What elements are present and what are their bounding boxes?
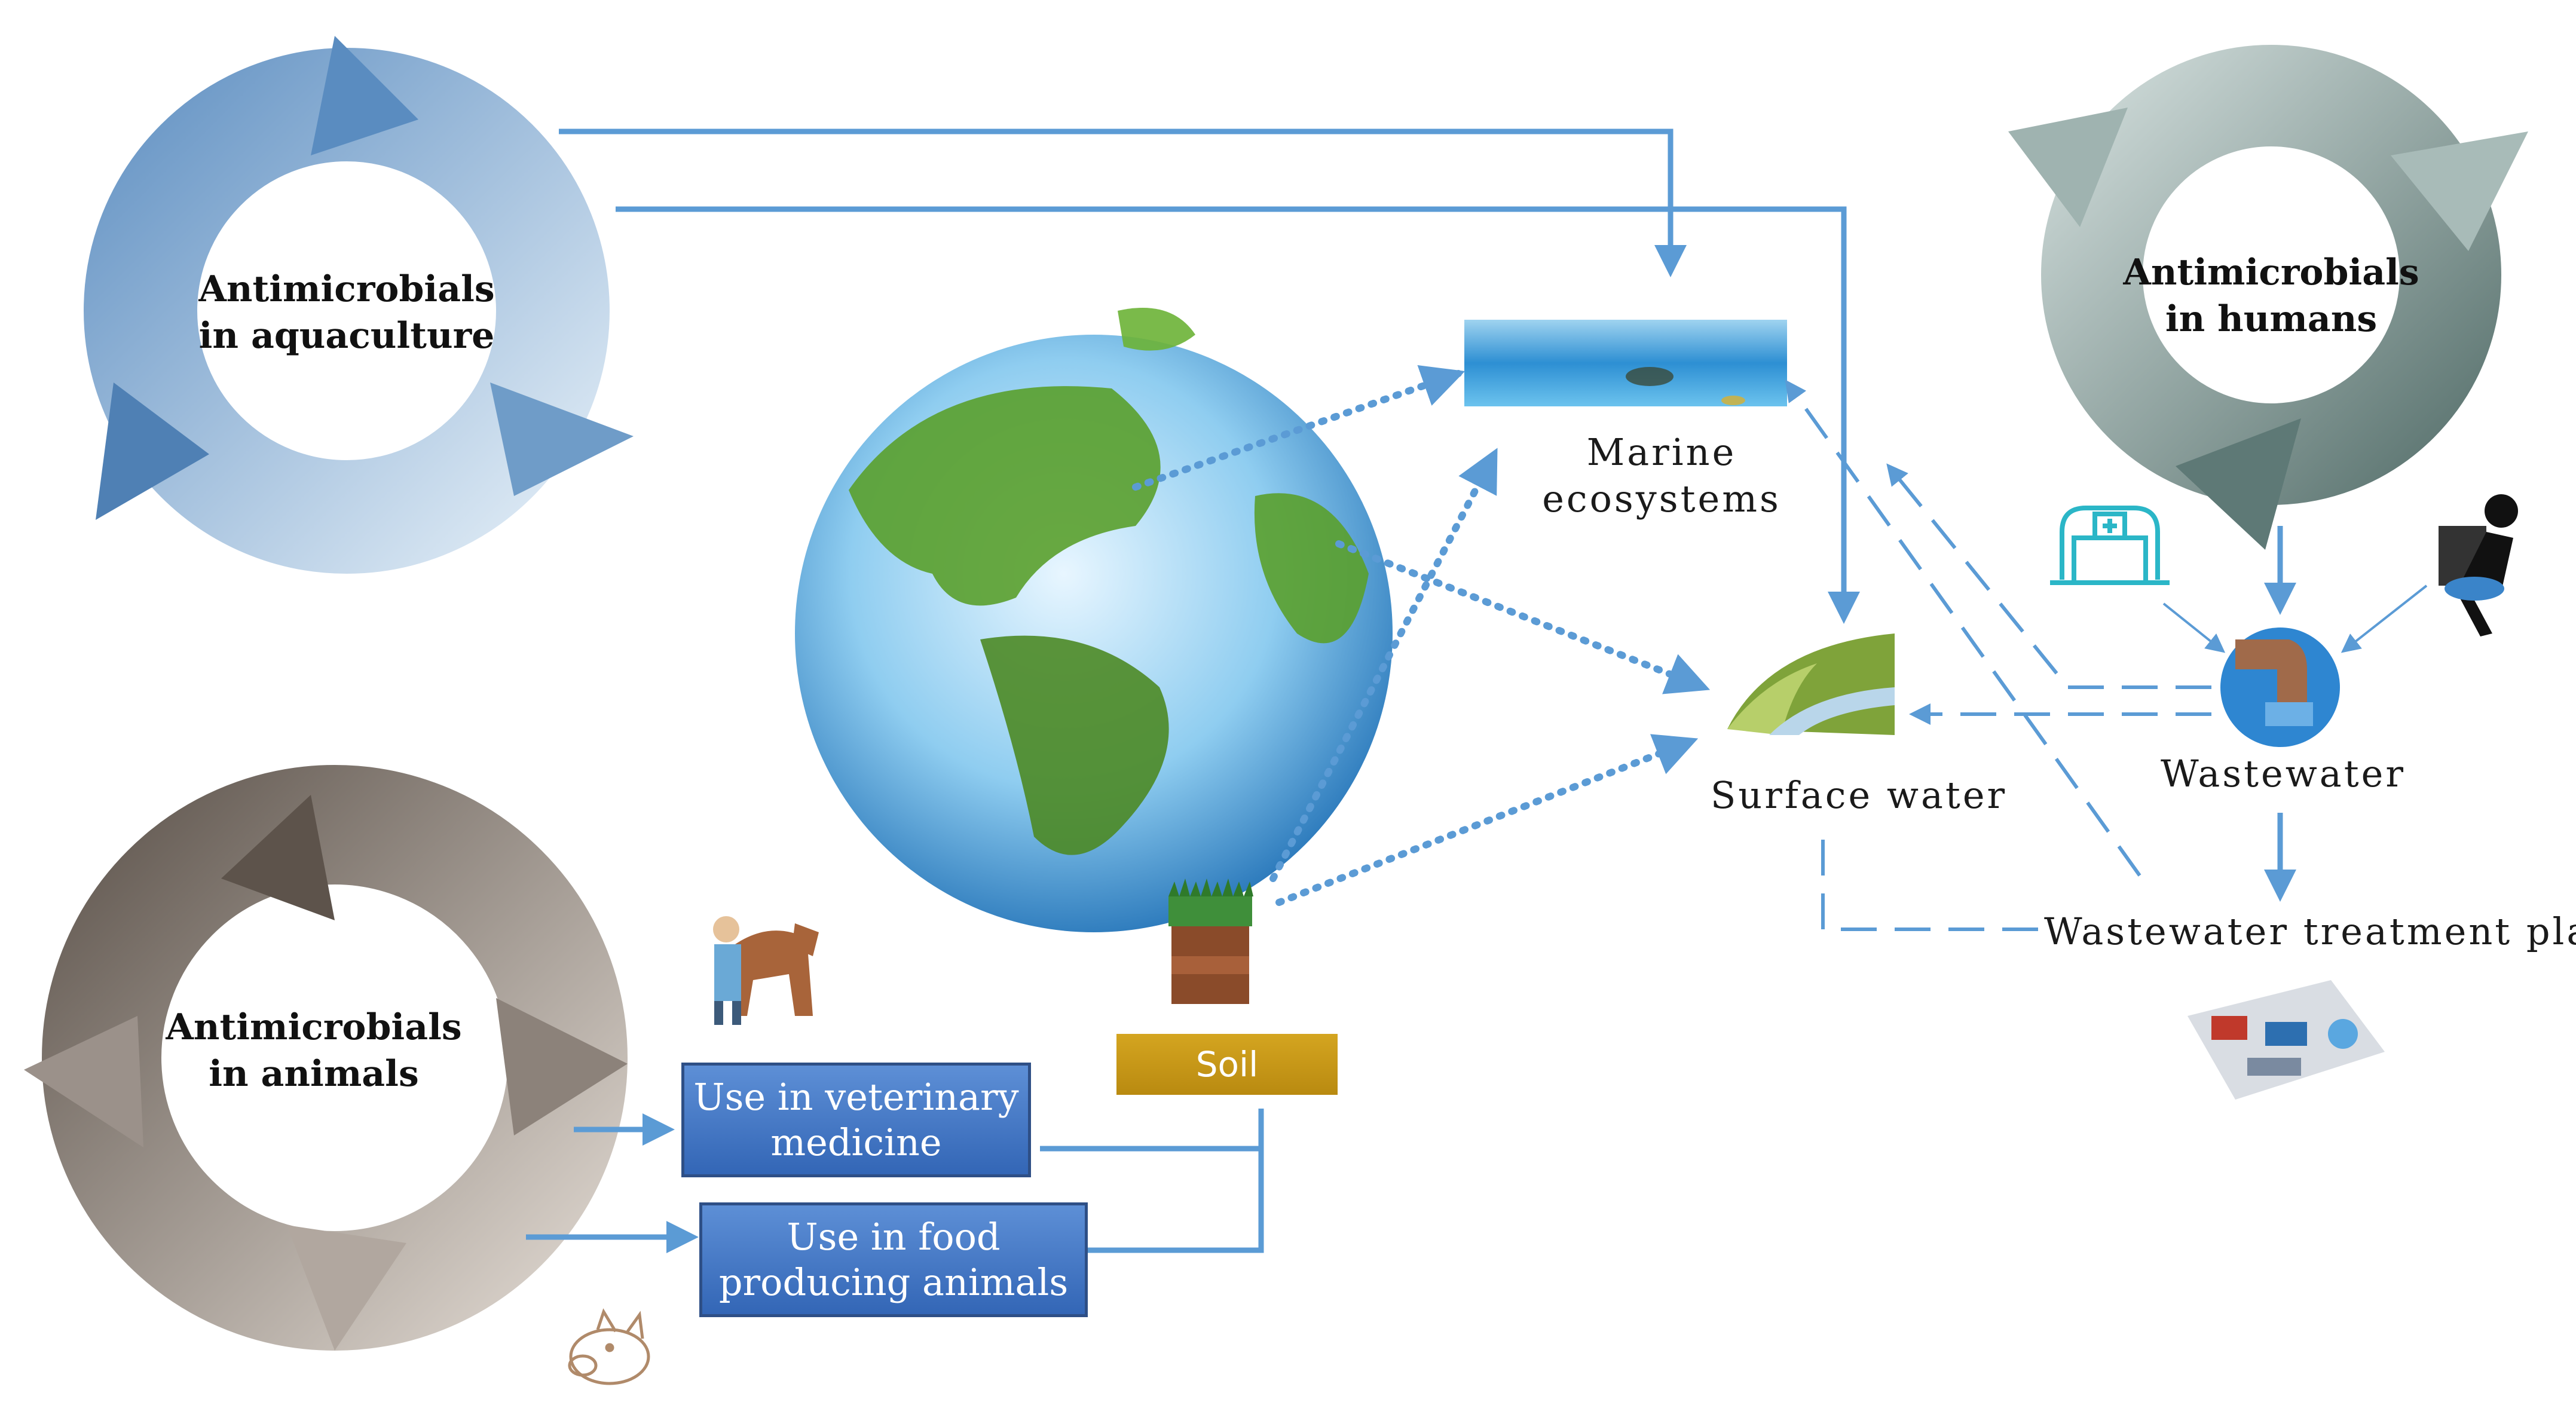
aquaculture-label-line1: Antimicrobials [198,268,495,310]
arrow-wastewater-to-marine [1886,463,2211,689]
humans-label-line2: in humans [2165,298,2378,340]
soil-label: Soil [1195,1044,1259,1085]
animals-cycle-label: Antimicrobials in animals [164,1004,463,1097]
aquaculture-cycle-icon [84,36,634,574]
wastewater-label: Wastewater [2160,752,2406,795]
toilet-person-icon [2439,494,2518,636]
globe-icon [795,308,1393,932]
aquaculture-label-line2: in aquaculture [198,315,495,357]
humans-cycle-icon [2008,45,2528,550]
arrow-aquaculture-to-surface-water [616,206,1860,624]
arrow-toilet-to-wastewater [2341,584,2428,653]
line-plant-to-surface-water [1821,834,2038,931]
treatment-plant-icon [2188,980,2385,1100]
arrow-soil-to-marine [1269,448,1498,882]
marine-photo-icon [1464,320,1787,406]
veterinary-line2: medicine [770,1121,942,1164]
marine-ecosystems-label: Marine ecosystems [1482,429,1841,522]
line-food-to-soil [1088,1147,1264,1253]
animals-label-line1: Antimicrobials [166,1006,462,1048]
arrow-plant-to-marine [1785,379,2141,877]
humans-cycle-label: Antimicrobials in humans [2122,249,2421,342]
arrow-globe-to-marine [1132,365,1466,491]
animals-cycle-icon [24,765,628,1351]
arrow-globe-to-surface-water [1335,540,1711,694]
marine-label-line1: Marine [1586,430,1737,474]
arrow-hospital-to-wastewater [2162,602,2226,653]
arrow-aquaculture-to-marine [559,128,1687,277]
hospital-icon [2050,506,2170,585]
animals-label-line2: in animals [209,1053,419,1095]
humans-label-line1: Antimicrobials [2123,252,2419,293]
food-animals-use-box: Use in food producing animals [699,1202,1088,1317]
pig-icon [568,1308,650,1385]
marine-label-line2: ecosystems [1542,477,1781,521]
surface-water-label: Surface water [1710,773,2008,817]
food-line2: producing animals [718,1260,1069,1304]
wastewater-pipe-icon [2220,627,2340,747]
arrow-soil-to-surface-water [1275,734,1699,906]
veterinary-use-box: Use in veterinary medicine [681,1063,1031,1177]
soil-label-box: Soil [1116,1034,1338,1095]
line-veterinary-to-soil [1040,1109,1264,1152]
food-line1: Use in food [787,1215,1001,1259]
treatment-plant-label: Wastewater treatment plant [2044,910,2576,953]
river-icon [1727,633,1895,735]
soil-block-icon [1168,878,1253,1004]
veterinary-line1: Use in veterinary [693,1075,1019,1119]
farmer-cow-icon [713,916,819,1025]
aquaculture-cycle-label: Antimicrobials in aquaculture [197,266,496,359]
